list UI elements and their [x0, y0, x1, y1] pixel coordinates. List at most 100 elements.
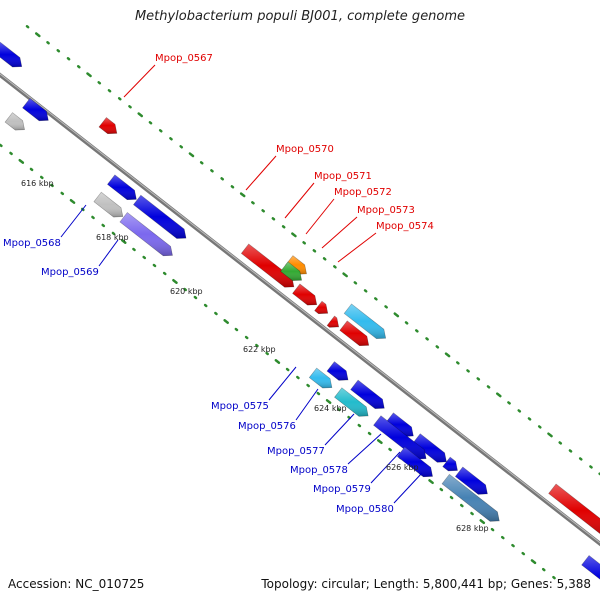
leader-mpop-0567 — [123, 64, 156, 98]
gene-mpop-0568-shade — [93, 192, 123, 218]
scale-tick — [169, 137, 173, 141]
scale-tick — [285, 367, 290, 372]
scale-tick — [210, 169, 214, 173]
leader-mpop-0573 — [321, 216, 358, 249]
label-mpop-0577: Mpop_0577 — [267, 446, 325, 457]
scale-tick — [367, 431, 372, 436]
scale-tick — [29, 167, 34, 172]
gene-mpop-0579-shade — [455, 467, 488, 495]
scale-tick — [558, 441, 563, 445]
label-leaders — [60, 64, 423, 504]
scale-tick — [312, 249, 317, 253]
scale-tick — [199, 161, 204, 165]
scale-tick — [251, 201, 255, 205]
scale-tick — [439, 487, 444, 492]
scale-tick — [158, 129, 163, 133]
leader-mpop-0576 — [295, 388, 319, 421]
scale-tick — [234, 327, 239, 332]
feature-block-shade — [386, 412, 414, 437]
scale-tick — [547, 432, 553, 438]
scale-tick — [239, 192, 246, 198]
feature-block-shade — [107, 174, 137, 200]
scale-label: 624 kbp — [314, 404, 347, 413]
scale-tick — [91, 215, 95, 220]
leader-mpop-0575 — [268, 366, 297, 401]
gene-mpop-0580-shade — [442, 474, 500, 522]
scale-tick — [244, 335, 249, 340]
scale-tick — [132, 247, 136, 252]
backbone-highlight — [0, 73, 600, 544]
scale-tick — [425, 337, 429, 341]
label-mpop-0575: Mpop_0575 — [211, 401, 269, 412]
scale-tick — [393, 312, 400, 318]
scale-tick — [172, 279, 178, 284]
scale-tick — [271, 217, 276, 221]
feature-block-shade — [412, 433, 447, 463]
scale-tick — [281, 225, 286, 229]
scale-tick — [414, 329, 419, 333]
scale-tick — [470, 511, 474, 516]
label-mpop-0573: Mpop_0573 — [357, 205, 415, 216]
gene-mpop-0571-shade — [285, 255, 307, 275]
label-mpop-0572: Mpop_0572 — [334, 187, 392, 198]
scale-tick — [435, 345, 440, 349]
scale-tick — [347, 415, 351, 420]
scale-tick — [404, 321, 409, 325]
scale-tick — [261, 209, 266, 213]
scale-tick — [18, 158, 25, 164]
scale-tick — [537, 425, 542, 429]
scale-tick — [521, 551, 526, 556]
scale-tick — [274, 359, 281, 365]
leader-mpop-0571 — [284, 182, 315, 219]
scale-tick — [188, 152, 195, 158]
scale-tick — [107, 89, 112, 93]
backbone — [0, 72, 600, 547]
scale-tick — [511, 543, 515, 548]
scale-label: 628 kbp — [456, 524, 489, 533]
scale-tick — [517, 409, 522, 413]
scale-tick — [9, 151, 13, 156]
scale-ticks — [0, 25, 600, 580]
feature-block-shade — [548, 484, 600, 534]
scale-tick — [353, 281, 358, 285]
scale-tick — [39, 175, 44, 180]
gene-mpop-0578-shade — [397, 447, 433, 477]
scale-tick — [530, 559, 537, 565]
scale-tick — [291, 232, 297, 238]
feature-block-shade — [350, 380, 385, 409]
scale-tick — [302, 241, 306, 245]
scale-tick — [455, 361, 460, 365]
leader-mpop-0574 — [337, 232, 377, 263]
scale-tick — [111, 231, 116, 236]
scale-tick — [316, 391, 321, 396]
scale-tick — [495, 392, 502, 398]
scale-tick — [507, 401, 511, 405]
scale-tick — [296, 375, 300, 380]
gene-mpop-0577-shade — [373, 415, 427, 460]
leader-mpop-0572 — [305, 198, 335, 235]
label-mpop-0569: Mpop_0569 — [41, 267, 99, 278]
scale-tick — [86, 72, 92, 78]
label-mpop-0580: Mpop_0580 — [336, 504, 394, 515]
feature-blocks — [0, 41, 600, 580]
scale-tick — [486, 385, 491, 389]
scale-tick — [388, 447, 392, 452]
scale-tick — [479, 519, 486, 525]
gene-mpop-0569-shade — [119, 212, 173, 256]
label-mpop-0568: Mpop_0568 — [3, 238, 61, 249]
scale-tick — [306, 383, 310, 388]
gene-mpop-0576-shade — [334, 387, 369, 417]
scale-tick — [137, 112, 144, 118]
scale-tick — [589, 465, 593, 469]
scale-tick — [357, 423, 362, 428]
scale-tick — [142, 255, 147, 260]
label-mpop-0579: Mpop_0579 — [313, 484, 371, 495]
gene-mpop-0573-shade — [327, 316, 339, 328]
gene-mpop-0567-shade — [98, 117, 117, 134]
gene-mpop-0574-shade — [339, 320, 369, 346]
scale-label: 622 kbp — [243, 345, 276, 354]
scale-tick — [255, 343, 259, 348]
scale-tick — [148, 121, 153, 125]
scale-tick — [230, 185, 235, 189]
scale-tick — [101, 223, 106, 228]
